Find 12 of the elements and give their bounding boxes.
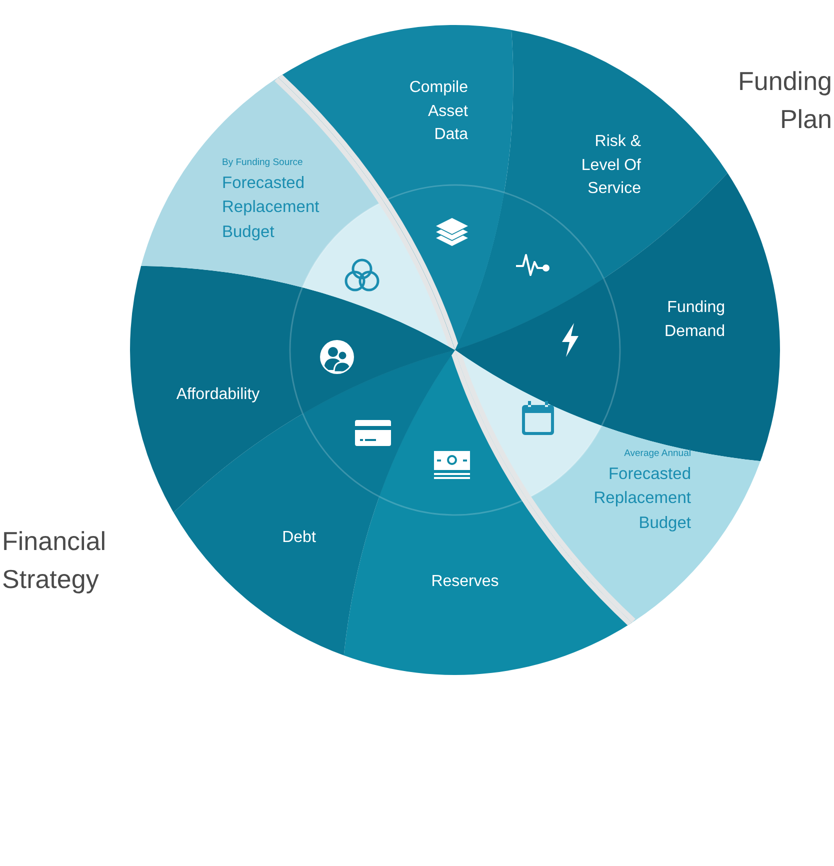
section-heading: Financial Strategy [2,525,108,596]
segment-label: Affordability [176,385,260,405]
segment-label: Forecasted Replacement Budget [592,464,691,534]
segment-subtitle: By Funding Source [222,156,304,170]
segment-label: Forecasted Replacement Budget [222,173,320,242]
segment-label: Reserves [430,572,500,592]
segment-label: Debt [282,528,316,548]
segment-label: Risk & Level Of Service [580,132,641,200]
section-heading: Funding Plan [737,65,832,136]
segment-label: Compile Asset Data [408,78,468,146]
segment-label: Funding Demand [664,298,725,342]
segment-subtitle: Average Annual [623,447,691,461]
